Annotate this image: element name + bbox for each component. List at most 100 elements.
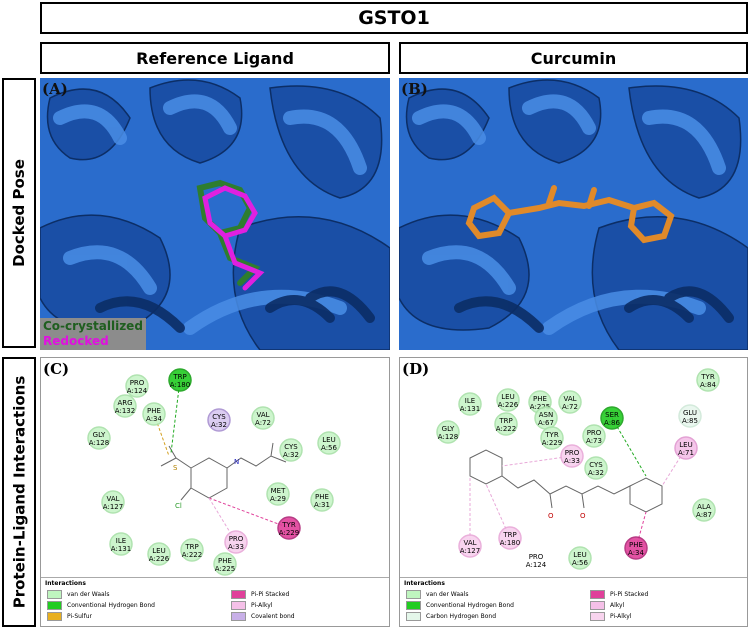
legend-label: Conventional Hydrogen Bond [426,602,514,609]
d-legend-item-alkyl: Alkyl [590,601,624,610]
legend-label: van der Waals [67,591,110,598]
residue-id: A:225 [215,565,235,573]
residue-name: LEU [152,547,165,555]
residue-id: A:73 [586,437,602,445]
ligand-overlay-a [196,179,265,291]
residue-id: A:229 [542,439,562,447]
residue-name: TYR [281,521,296,529]
legend-label: Pi-Alkyl [610,613,632,620]
residue-id: A:67 [538,419,554,427]
residue-name: ARG [117,399,132,407]
c-legend-item-covalent-bond: Covalent bond [231,612,295,621]
residue-id: A:128 [438,433,458,441]
residue-id: A:127 [103,503,123,511]
residue-name: GLY [442,425,455,433]
residue-name: CYS [284,443,298,451]
residue-name: VAL [463,539,476,547]
residue-name: PHE [629,541,643,549]
legend-label: Covalent bond [251,613,295,620]
residue-id: A:86 [604,419,620,427]
legend-cocrystallized: Co-crystallized [43,319,143,333]
residue-id: A:132 [115,407,135,415]
pose-legend: Co-crystallized Redocked [40,318,146,350]
legend-swatch [590,590,605,599]
residue-id: A:72 [255,419,271,427]
residue-name: MET [271,487,286,495]
legend-swatch [47,612,62,621]
legend-swatch [47,590,62,599]
residue-id: A:127 [460,547,480,555]
d-legend-item-pi-pi-stacked: Pi-Pi Stacked [590,590,648,599]
d-legend-item-conventional-hydrogen-bond: Conventional Hydrogen Bond [406,601,514,610]
residue-id: A:131 [111,545,131,553]
legend-d-header: Interactions [404,580,445,587]
legend-redocked: Redocked [43,334,109,348]
residue-id: A:229 [279,529,299,537]
residue-id: A:56 [321,444,337,452]
residue-name: GLY [93,431,106,439]
residue-name: PRO [587,429,602,437]
row-header-interactions-text: Protein-Ligand Interactions [10,375,28,609]
svg-text:Cl: Cl [175,502,182,510]
legend-label: Pi-Pi Stacked [610,591,649,598]
d-legend-item-pi-alkyl: Pi-Alkyl [590,612,631,621]
legend-label: Pi-Alkyl [251,602,273,609]
residue-name: PRO [229,535,244,543]
residue-id: A:87 [696,511,712,519]
column-header-curcumin: Curcumin [399,42,748,74]
protein-render-b [399,78,748,350]
row-header-docked-pose-text: Docked Pose [10,159,29,267]
residue-name: SER [605,411,619,419]
residue-id: A:34 [146,415,162,423]
protein-render-a [40,78,390,350]
column-header-reference: Reference Ligand [40,42,390,74]
residue-name: LEU [322,436,335,444]
c-legend-item-van-der-waals: van der Waals [47,590,110,599]
residue-name: PHE [147,407,161,415]
legend-swatch [231,601,246,610]
residue-name: TYR [700,373,715,381]
residue-id: A:84 [700,381,716,389]
residue-name: PHE [315,493,329,501]
legend-swatch [231,590,246,599]
residue-name: VAL [563,395,576,403]
residue-id: A:56 [572,559,588,567]
residue-id: A:33 [228,543,244,551]
residue-id: A:32 [211,421,227,429]
panel-a-docked-reference: (A) Co-crystallized Redocked [40,78,390,350]
residue-id: A:124 [127,387,148,395]
residue-id: A:32 [283,451,299,459]
residue-name: ILE [465,397,475,405]
residue-id: A:226 [498,401,519,409]
legend-label: Carbon Hydrogen Bond [426,613,497,620]
row-header-interactions: Protein-Ligand Interactions [2,357,36,627]
legend-label: Conventional Hydrogen Bond [67,602,155,609]
panel-label-c-text: (C) [43,360,70,378]
residue-id: A:71 [678,449,694,457]
residue-name: TRP [172,373,186,381]
residue-id: A:225 [530,403,550,411]
